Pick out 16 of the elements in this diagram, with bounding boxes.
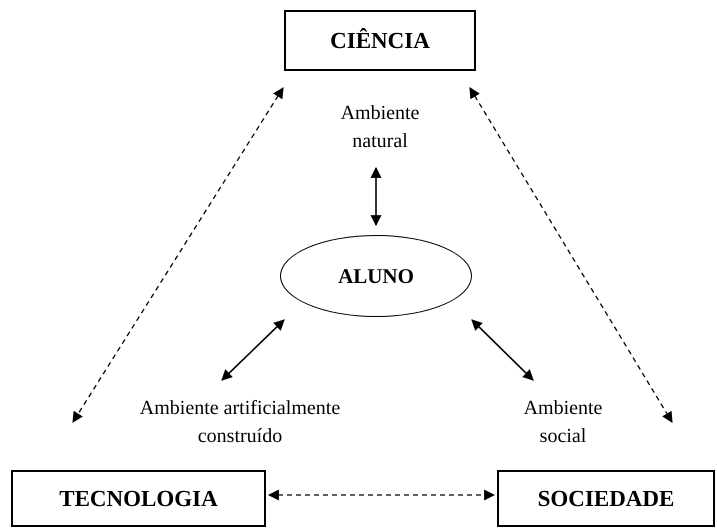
- concept-box: [11, 470, 266, 527]
- arrow: [370, 166, 382, 226]
- dashed-arrow: [268, 490, 496, 500]
- concept-box: [497, 470, 715, 527]
- dashed-arrow: [72, 87, 284, 423]
- environment-label: Ambiente natural: [320, 98, 440, 156]
- arrow: [471, 319, 534, 381]
- concept-box: [284, 10, 476, 71]
- node-label: TECNOLOGIA: [59, 486, 218, 512]
- environment-label: Ambiente social: [505, 393, 621, 451]
- dashed-arrow: [469, 87, 673, 423]
- environment-label: Ambiente artificialmente construído: [108, 393, 372, 451]
- node-label: CIÊNCIA: [330, 28, 430, 54]
- arrow: [221, 319, 285, 381]
- node-label: ALUNO: [338, 264, 414, 288]
- node-label: SOCIEDADE: [538, 486, 674, 512]
